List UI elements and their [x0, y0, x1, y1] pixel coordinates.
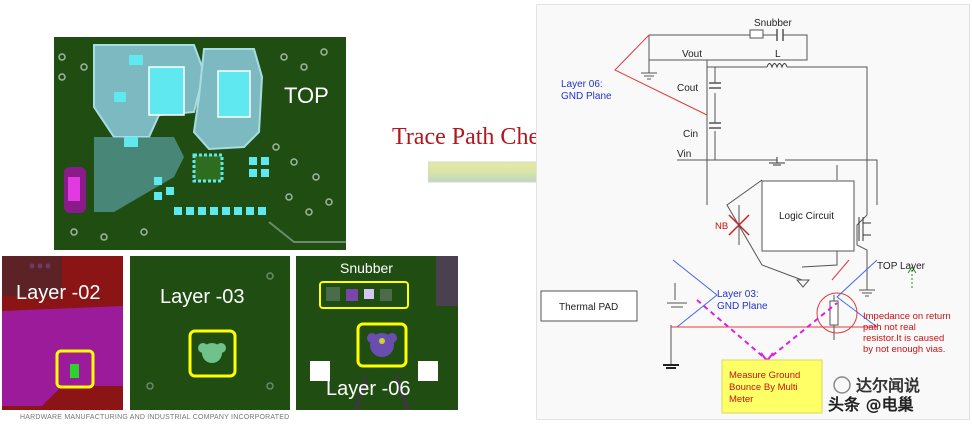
- logic-circuit-label: Logic Circuit: [779, 211, 834, 222]
- watermark-line2: 头条 @电巢: [828, 395, 915, 413]
- layer-06-label: Layer -06: [326, 378, 411, 400]
- layer-02-label: Layer -02: [16, 282, 101, 304]
- schematic-drawing: Snubber Vout L Cout Cin Vin Logic Circui…: [540, 18, 951, 414]
- layer06-label-line1: Layer 06:: [561, 79, 603, 90]
- chat-bubble-icon: [833, 376, 851, 394]
- impedance-note-line3: resistor.It is caused: [863, 333, 944, 344]
- layer-06-artwork: [296, 256, 458, 410]
- vout-label: Vout: [682, 49, 702, 60]
- pcb-layer-06-image: Snubber Layer -06: [296, 256, 458, 410]
- layer03-label-line1: Layer 03:: [717, 289, 759, 300]
- layer-03-label: Layer -03: [160, 286, 245, 308]
- watermark-logo: 达尔闻说 头条 @电巢: [826, 373, 968, 414]
- pcb-layer-02-image: Layer -02: [2, 256, 123, 410]
- impedance-note-line4: by not enough vias.: [863, 344, 945, 355]
- layer06-label-line2: GND Plane: [561, 91, 612, 102]
- inductor-label: L: [775, 49, 781, 60]
- measure-note-line2: Bounce By Multi: [729, 382, 798, 393]
- layer03-label-line2: GND Plane: [717, 301, 768, 312]
- pcb-layer-03-image: Layer -03: [130, 256, 290, 410]
- layer-03-artwork: [130, 256, 290, 410]
- watermark-line1: 达尔闻说: [856, 376, 920, 395]
- impedance-note-line1: Impedance on return: [863, 311, 951, 322]
- vin-label: Vin: [677, 149, 691, 160]
- footer-text: HARDWARE MANUFACTURING AND INDUSTRIAL CO…: [20, 414, 290, 421]
- impedance-note-line2: path not real: [863, 322, 916, 333]
- measure-note-line3: Meter: [729, 394, 753, 405]
- nb-label: NB: [715, 221, 728, 232]
- top-layer-label: TOP: [284, 83, 329, 108]
- snubber-label: Snubber: [754, 18, 792, 29]
- snubber-pcb-label: Snubber: [340, 260, 393, 276]
- watermark-graphic: 达尔闻说 头条 @电巢: [828, 376, 920, 414]
- pcb-top-layer-image: TOP: [54, 37, 346, 250]
- top-layer-schematic-label: TOP Layer: [877, 261, 926, 272]
- cin-label: Cin: [683, 129, 698, 140]
- cout-label: Cout: [677, 83, 698, 94]
- thermal-pad-label: Thermal PAD: [559, 302, 618, 313]
- pcb-top-artwork: [54, 37, 346, 250]
- measure-note-line1: Measure Ground: [729, 370, 800, 381]
- schematic-panel: Snubber Vout L Cout Cin Vin Logic Circui…: [536, 4, 970, 420]
- layer-02-artwork: [2, 256, 123, 410]
